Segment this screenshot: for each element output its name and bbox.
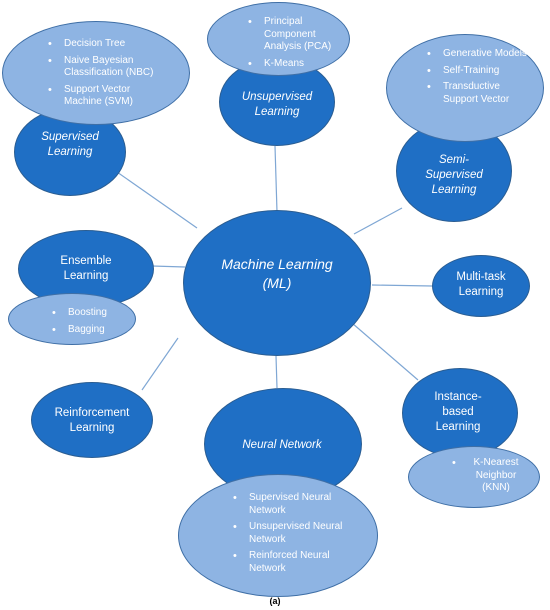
- list-item: Bagging: [50, 324, 130, 337]
- list-item: Self-Training: [425, 65, 529, 78]
- list-item: K-Nearest Neighbor (KNN): [450, 457, 524, 495]
- list-item: Naive Bayesian Classification (NBC): [46, 55, 168, 80]
- machine-learning-center-node: [183, 210, 371, 356]
- connector-neural: [275, 355, 278, 389]
- instance-methods-list: K-Nearest Neighbor (KNN): [450, 457, 524, 499]
- list-item: K-Means: [246, 58, 342, 71]
- reinforcement-learning-label: Reinforcement Learning: [54, 407, 130, 434]
- machine-learning-title-line1: Machine Learning: [221, 256, 333, 272]
- list-item: Support Vector Machine (SVM): [46, 84, 168, 109]
- list-item: Generative Models: [425, 48, 529, 61]
- machine-learning-title-line2: (ML): [262, 275, 292, 291]
- list-item: Decision Tree: [46, 38, 168, 51]
- unsupervised-learning-label: Unsupervised Learning: [241, 91, 313, 118]
- ensemble-methods-list: Boosting Bagging: [50, 307, 130, 340]
- unsupervised-methods-list: Principal Component Analysis (PCA) K-Mea…: [246, 16, 342, 74]
- machine-learning-title: Machine Learning (ML): [193, 255, 361, 293]
- neural-network-methods-list: Supervised Neural Network Unsupervised N…: [231, 492, 365, 579]
- connector-instance: [351, 322, 419, 381]
- list-item: Supervised Neural Network: [231, 492, 365, 517]
- connector-supervised: [116, 171, 198, 229]
- multitask-learning-label: Multi-task Learning: [456, 271, 506, 298]
- list-item: Boosting: [50, 307, 130, 320]
- supervised-learning-label: Supervised Learning: [41, 131, 99, 158]
- connector-semisupervised: [353, 207, 403, 235]
- instance-based-learning-label: Instance-based Learning: [434, 391, 482, 433]
- semi-supervised-methods-list: Generative Models Self-Training Transduc…: [425, 48, 529, 110]
- list-item: Transductive Support Vector: [425, 81, 529, 106]
- list-item: Reinforced Neural Network: [231, 550, 365, 575]
- ensemble-learning-label: Ensemble Learning: [60, 255, 112, 282]
- list-item: Principal Component Analysis (PCA): [246, 16, 342, 54]
- neural-network-label: Neural Network: [242, 439, 322, 451]
- list-item: Unsupervised Neural Network: [231, 521, 365, 546]
- figure-caption: (a): [269, 596, 281, 606]
- multitask-learning-node: [432, 255, 530, 317]
- connector-reinforcement: [141, 337, 179, 391]
- supervised-methods-list: Decision Tree Naive Bayesian Classificat…: [46, 38, 168, 113]
- connector-multitask: [371, 284, 433, 287]
- semi-supervised-learning-label: Semi-Supervised Learning: [425, 154, 483, 196]
- reinforcement-learning-node: [31, 382, 153, 458]
- connector-ensemble: [151, 265, 186, 268]
- connector-unsupervised: [274, 145, 278, 213]
